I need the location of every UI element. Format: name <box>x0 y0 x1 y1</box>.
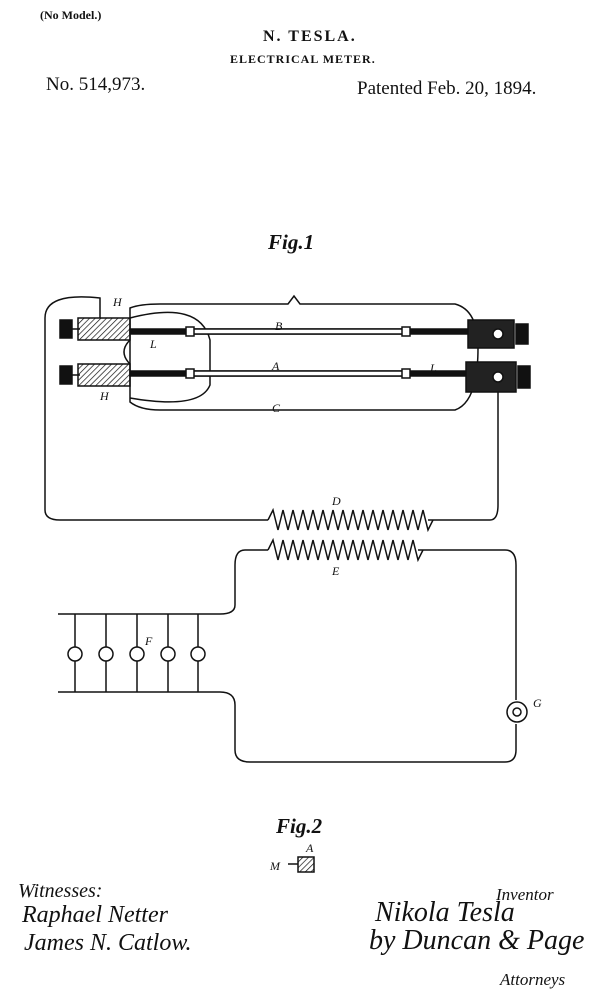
patent-number: No. 514,973. <box>46 74 146 95</box>
fig1-label: Fig.1 <box>268 230 315 254</box>
lamps-f <box>67 614 206 692</box>
coil-d <box>267 507 434 533</box>
attorneys-label: Attorneys <box>500 970 566 989</box>
left-screw-top <box>59 319 73 339</box>
right-terminal-top <box>467 319 515 349</box>
coil-e <box>267 537 424 563</box>
no-model-note: (No Model.) <box>40 8 102 22</box>
circuit-wire-outer <box>44 296 268 521</box>
patent-date: Patented Feb. 20, 1894. <box>357 78 537 99</box>
generator-g <box>506 701 528 723</box>
label-a: A <box>271 359 280 373</box>
inventor-name: N. TESLA. <box>263 28 357 45</box>
witness-1: Raphael Netter <box>22 902 168 928</box>
clamp-top <box>77 317 131 341</box>
label-f: F <box>144 634 153 648</box>
label-d: D <box>331 494 341 508</box>
left-screw-bottom <box>59 365 73 385</box>
label-c: C <box>272 401 281 415</box>
right-terminal-bottom <box>465 361 517 393</box>
patent-title: ELECTRICAL METER. <box>230 52 376 66</box>
label-b: B <box>275 319 283 333</box>
attorneys-signature: by Duncan & Page <box>369 925 585 956</box>
secondary-circuit <box>58 549 268 615</box>
inner-jar <box>129 311 211 403</box>
label-a-fig2: A <box>305 841 314 855</box>
label-l-right: L <box>429 361 437 375</box>
label-e: E <box>331 564 340 578</box>
inventor-label: Inventor <box>496 885 554 904</box>
fig1-drawing <box>44 294 531 763</box>
label-h-top: H <box>112 295 123 309</box>
label-m: M <box>269 859 281 873</box>
fig2-label: Fig.2 <box>276 814 323 838</box>
witnesses-label: Witnesses: <box>18 880 103 902</box>
label-h-bottom: H <box>99 389 110 403</box>
clamp-bottom <box>77 363 131 387</box>
fig2-drawing <box>288 856 315 873</box>
witness-2: James N. Catlow. <box>24 930 192 956</box>
fig2-section <box>297 856 315 873</box>
label-l-left: L <box>149 337 157 351</box>
label-g: G <box>533 696 542 710</box>
inventor-signature: Nikola Tesla <box>375 897 515 928</box>
